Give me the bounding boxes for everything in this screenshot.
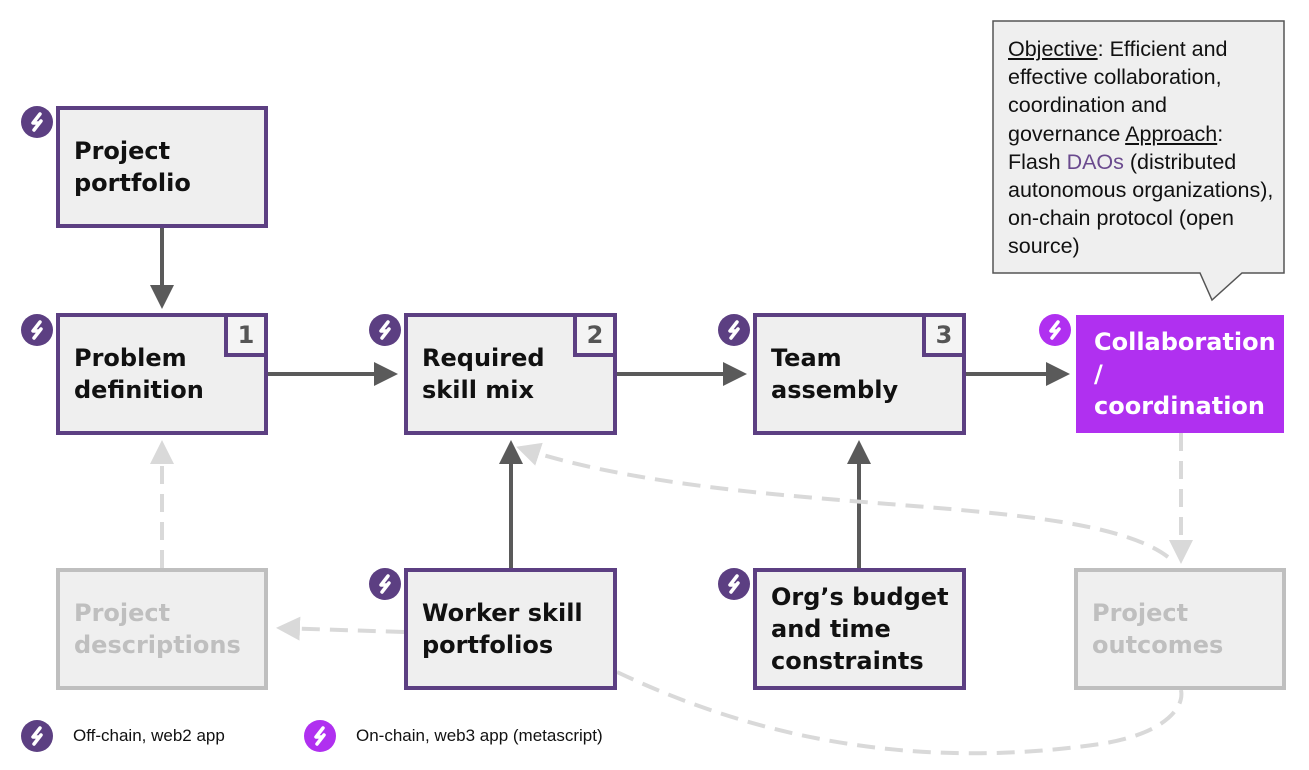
approach-text-2: (distributed autonomous organizations), …: [1008, 149, 1274, 259]
offchain-app-icon: [718, 568, 750, 600]
node-label: Required skill mix: [422, 344, 545, 404]
offchain-app-icon: [21, 314, 53, 346]
onchain-app-icon: [1039, 314, 1071, 346]
step-number-badge: 2: [573, 313, 617, 357]
node-collaboration-coordination: Collaboration / coordination: [1076, 315, 1284, 433]
node-label: Project descriptions: [74, 599, 241, 659]
dashed-arrow-workers-to-descriptions: [276, 616, 405, 641]
callout-text: Objective: Efficient and effective colla…: [1008, 35, 1276, 261]
approach-text-1: : Flash: [1008, 121, 1224, 174]
node-label: Project outcomes: [1092, 599, 1224, 659]
node-required-skill-mix: Required skill mix 2: [404, 313, 617, 435]
node-project-portfolio: Project portfolio: [56, 106, 268, 228]
node-project-descriptions: Project descriptions: [56, 568, 268, 690]
callout-bubble: [992, 20, 1285, 302]
node-label: Team assembly: [771, 344, 899, 404]
offchain-app-icon: [369, 568, 401, 600]
daos-link-text: DAOs: [1066, 149, 1124, 174]
node-org-budget: Org’s budget and time constraints: [753, 568, 966, 690]
dashed-curve-workers-to-outcomes: [616, 670, 1184, 756]
node-label: Collaboration / coordination: [1094, 328, 1276, 420]
step-number-badge: 1: [224, 313, 268, 357]
node-label: Org’s budget and time constraints: [771, 583, 949, 675]
node-label: Problem definition: [74, 344, 204, 404]
legend-offchain-icon: [21, 720, 53, 752]
node-label: Project portfolio: [74, 137, 191, 197]
node-team-assembly: Team assembly 3: [753, 313, 966, 435]
node-worker-skill-portfolios: Worker skill portfolios: [404, 568, 617, 690]
objective-text: : Efficient and effective collaboration,…: [1008, 37, 1228, 146]
node-project-outcomes: Project outcomes: [1074, 568, 1286, 690]
legend-onchain-label: On-chain, web3 app (metascript): [356, 726, 603, 745]
step-number-badge: 3: [922, 313, 966, 357]
legend-offchain-label: Off-chain, web2 app: [73, 726, 225, 745]
offchain-app-icon: [21, 106, 53, 138]
node-label: Worker skill portfolios: [422, 599, 583, 659]
offchain-app-icon: [369, 314, 401, 346]
legend-onchain-icon: [304, 720, 336, 752]
offchain-app-icon: [718, 314, 750, 346]
node-problem-definition: Problem definition 1: [56, 313, 268, 435]
approach-label: Approach: [1125, 121, 1218, 146]
dashed-arrow-outcomes-to-skillmix: [516, 442, 1170, 559]
objective-label: Objective: [1008, 37, 1098, 61]
